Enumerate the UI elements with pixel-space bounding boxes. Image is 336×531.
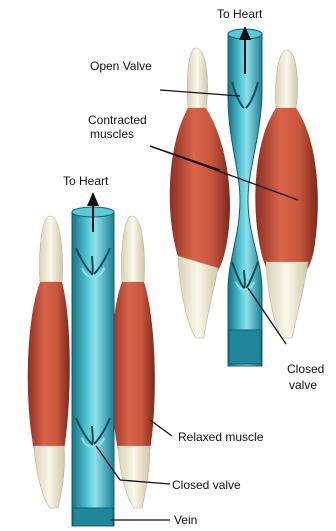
relaxed-muscle-right — [111, 216, 155, 508]
label-vein: Vein — [174, 513, 197, 527]
relaxed-muscle-left — [28, 216, 70, 508]
contracted-muscle-group — [170, 26, 318, 366]
vein-relaxed — [72, 207, 114, 526]
label-to-heart-top: To Heart — [217, 7, 262, 21]
label-contracted-line1: Contracted — [88, 113, 147, 127]
label-closed-valve-right-line2: valve — [289, 378, 317, 392]
label-contracted-line2: muscles — [90, 127, 134, 141]
label-relaxed-muscle: Relaxed muscle — [178, 430, 263, 444]
label-to-heart-left: To Heart — [63, 174, 108, 188]
contracted-muscle-right — [255, 50, 317, 338]
label-closed-valve-bottom: Closed valve — [172, 478, 241, 492]
leader-relaxed-muscle — [150, 420, 172, 436]
label-open-valve: Open Valve — [90, 59, 152, 73]
relaxed-muscle-group — [28, 192, 155, 526]
label-closed-valve-right-line1: Closed — [287, 362, 324, 376]
